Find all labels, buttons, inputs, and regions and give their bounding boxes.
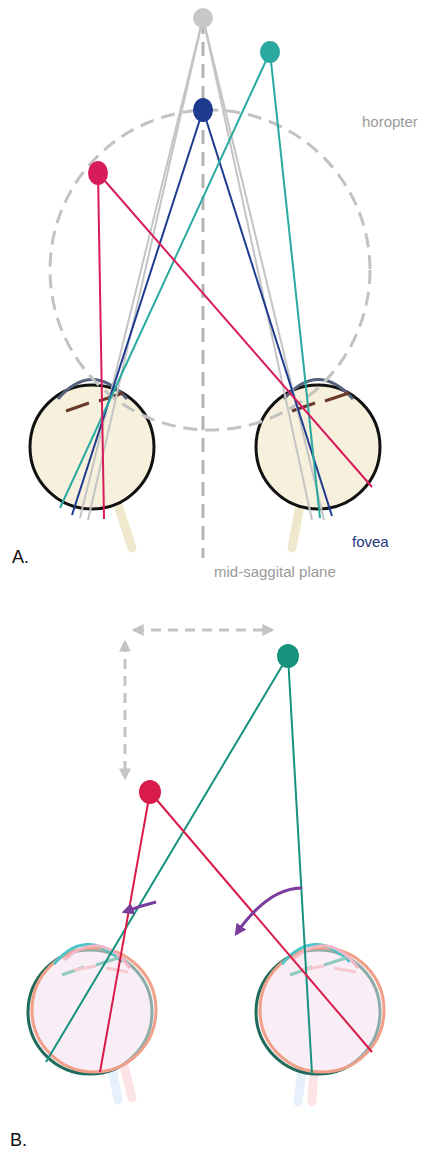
ray bbox=[98, 173, 104, 519]
optic-nerve bbox=[298, 1070, 302, 1102]
panel-letter: A. bbox=[12, 547, 29, 568]
target-dot bbox=[193, 98, 213, 122]
structure-label: horopter bbox=[362, 113, 418, 130]
panel-letter: B. bbox=[10, 1130, 27, 1151]
rotation-arrow bbox=[124, 902, 156, 912]
ray bbox=[203, 18, 312, 520]
target-dot bbox=[193, 8, 213, 28]
structure-label: fovea bbox=[352, 533, 389, 550]
ray bbox=[288, 656, 312, 1074]
horopter-circle bbox=[50, 110, 370, 430]
distance-arrow bbox=[134, 629, 272, 632]
ray bbox=[270, 52, 320, 518]
distance-arrow bbox=[124, 642, 127, 778]
panel-b bbox=[28, 630, 384, 1102]
ray bbox=[88, 18, 203, 520]
structure-label: mid-saggital plane bbox=[214, 563, 336, 580]
rotation-arrow bbox=[236, 888, 302, 934]
ray bbox=[98, 173, 372, 487]
right-eye bbox=[260, 948, 384, 1072]
ray bbox=[46, 656, 288, 1062]
target-dot bbox=[260, 41, 280, 63]
target-dot bbox=[277, 644, 299, 668]
optic-nerve bbox=[124, 1066, 132, 1098]
ray bbox=[80, 18, 203, 518]
optic-nerve bbox=[292, 505, 300, 548]
target-dot bbox=[88, 161, 108, 185]
ray bbox=[72, 110, 203, 515]
ray bbox=[60, 52, 270, 508]
target-dot bbox=[139, 780, 161, 804]
optic-nerve bbox=[112, 1068, 118, 1100]
ray bbox=[150, 792, 372, 1052]
ray bbox=[203, 18, 324, 520]
panel-a bbox=[30, 8, 380, 558]
optic-nerve bbox=[118, 505, 132, 548]
left-eye bbox=[30, 385, 154, 509]
iris bbox=[302, 966, 356, 972]
ray bbox=[100, 792, 150, 1072]
